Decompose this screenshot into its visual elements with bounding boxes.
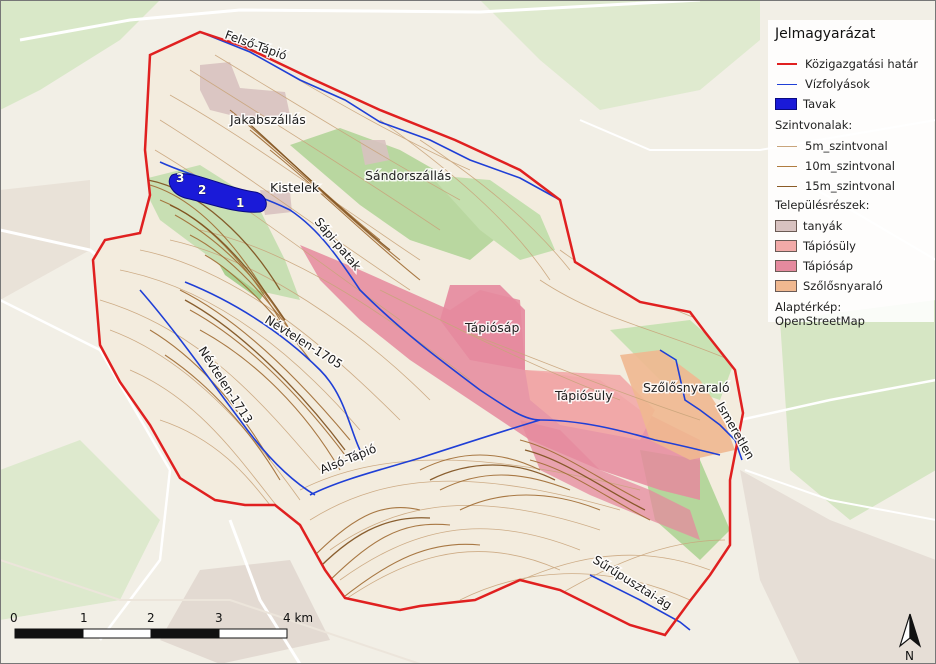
ismeretlen-stream — [659, 349, 743, 461]
scale-tick-2: 2 — [147, 611, 155, 625]
legend-item-tapiosuly: Tápiósüly — [775, 238, 856, 254]
legend-contour-heading: Szintvonalak: — [775, 118, 853, 132]
legend-label: 5m_szintvonal — [805, 139, 888, 153]
place-labels: Jakabszállás Sándorszállás Kistelek Tápi… — [228, 111, 732, 405]
legend-item-lakes: Tavak — [775, 96, 836, 112]
boundary-line-icon — [775, 57, 799, 71]
legend-district-heading: Településrészek: — [775, 198, 870, 212]
legend-title: Jelmagyarázat — [775, 26, 876, 42]
contour-10m-icon — [775, 159, 799, 173]
legend-item-contour-5m: 5m_szintvonal — [775, 138, 888, 154]
sapi-patak-stream — [159, 161, 721, 456]
scale-tick-4km: 4 km — [283, 611, 313, 625]
felso-tapio-stream — [199, 31, 561, 201]
place-label-tapiosuly: Tápiósüly — [554, 388, 613, 403]
legend-item-tapiosap: Tápiósáp — [775, 258, 853, 274]
legend-item-szolosnyaralo: Szőlősnyaraló — [775, 278, 883, 294]
legend-label: 15m_szintvonal — [805, 179, 895, 193]
contour-5m-icon — [775, 139, 799, 153]
lake-label-1: 1 — [236, 196, 244, 210]
nevtelen-1705-stream — [184, 281, 361, 451]
north-label: N — [905, 649, 914, 663]
nevtelen-1713-stream — [139, 289, 316, 496]
lake-swatch-icon — [775, 98, 797, 110]
legend-label: Szőlősnyaraló — [803, 279, 883, 293]
legend-label: Vízfolyások — [805, 77, 870, 91]
legend-item-boundary: Közigazgatási határ — [775, 56, 918, 72]
tapiosuly-swatch-icon — [775, 240, 797, 252]
place-label-szolosnyaralo: Szőlősnyaraló — [643, 380, 730, 395]
scale-tick-3: 3 — [215, 611, 223, 625]
contour-15m-icon — [775, 179, 799, 193]
legend-label: 10m_szintvonal — [805, 159, 895, 173]
scale-tick-0: 0 — [10, 611, 18, 625]
legend-label: Tápiósüly — [803, 239, 856, 253]
legend-item-streams: Vízfolyások — [775, 76, 870, 92]
surupusztai-ag-stream — [589, 574, 691, 631]
tapiosap-swatch-icon — [775, 260, 797, 272]
place-label-kistelek: Kistelek — [270, 180, 320, 195]
legend-item-tanyak: tanyák — [775, 218, 842, 234]
legend-basemap-credit: Alaptérkép: OpenStreetMap — [775, 300, 865, 328]
place-label-tapiosap: Tápiósáp — [464, 320, 519, 335]
legend: Jelmagyarázat Közigazgatási határ Vízfol… — [768, 20, 934, 328]
lake-label-3: 3 — [176, 171, 184, 185]
legend-item-contour-15m: 15m_szintvonal — [775, 178, 895, 194]
also-tapio-stream — [309, 419, 541, 496]
legend-label: tanyák — [803, 219, 843, 233]
place-label-jakabszallas: Jakabszállás — [229, 112, 306, 127]
legend-label: Tavak — [803, 97, 836, 111]
scale-tick-1: 1 — [80, 611, 88, 625]
tanyak-swatch-icon — [775, 220, 797, 232]
legend-item-contour-10m: 10m_szintvonal — [775, 158, 895, 174]
scale-bar: 0 1 2 3 4 km — [10, 611, 313, 639]
szolosnyaralo-swatch-icon — [775, 280, 797, 292]
stream-line-icon — [775, 77, 799, 91]
place-label-sandorszallas: Sándorszállás — [365, 168, 451, 183]
legend-label: Közigazgatási határ — [805, 57, 918, 71]
lake-label-2: 2 — [198, 183, 206, 197]
contour-lines — [99, 39, 731, 611]
north-arrow: N — [898, 613, 922, 663]
lakes: 3 2 1 — [168, 171, 267, 213]
streams — [139, 31, 743, 631]
legend-label: Tápiósáp — [803, 259, 854, 273]
